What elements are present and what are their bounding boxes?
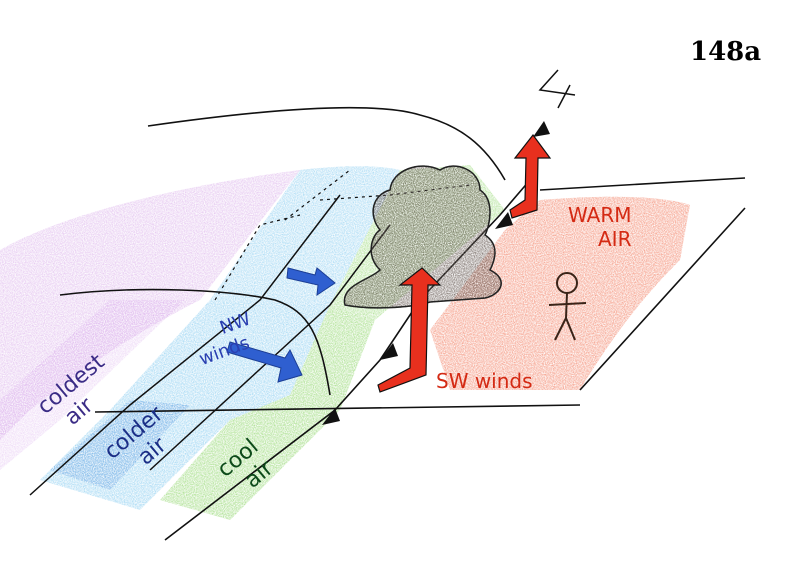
- cool-air-region: [160, 305, 375, 520]
- cold-front-triangle-icon: [322, 408, 340, 425]
- stick-figure-icon: [548, 272, 587, 341]
- cold-front-triangle-icon: [533, 121, 550, 137]
- warm-air-region: [430, 196, 690, 390]
- sw-winds-label: SW winds: [436, 369, 533, 393]
- dotted-guide-line-3: [214, 214, 301, 301]
- cold-front-triangle-icon: [380, 343, 398, 360]
- coldest-air-lower-region: [0, 300, 185, 470]
- warm-sector-ground-right-edge: [579, 207, 746, 391]
- colder-air-dark-region: [50, 400, 190, 490]
- cold-front-triangle-icon: [495, 212, 513, 229]
- front-ground-line-left: [29, 194, 341, 496]
- warm-air-label-line2: AIR: [598, 227, 632, 251]
- rising-warm-air-arrow-lower: [377, 267, 442, 393]
- warm-sector-ground-top-edge: [539, 177, 746, 191]
- cold-front-line: [164, 179, 531, 541]
- rising-warm-air-arrow-upper: [509, 134, 552, 219]
- lower-front-boundary-line: [59, 288, 331, 396]
- upper-front-boundary-line: [147, 106, 506, 181]
- warm-air-label: WARM: [568, 203, 632, 227]
- front-ground-line-middle: [149, 224, 391, 471]
- nw-wind-arrow-lower: [226, 341, 303, 383]
- thunderstorm-cloud-icon: [343, 165, 502, 309]
- nw-wind-arrow-upper: [286, 267, 336, 297]
- warm-sector-ground-bottom-edge: [94, 404, 581, 413]
- colder-air-upper-region: [210, 166, 400, 305]
- upper-front-symbol: [538, 69, 576, 109]
- figure-number: 148a: [690, 37, 761, 67]
